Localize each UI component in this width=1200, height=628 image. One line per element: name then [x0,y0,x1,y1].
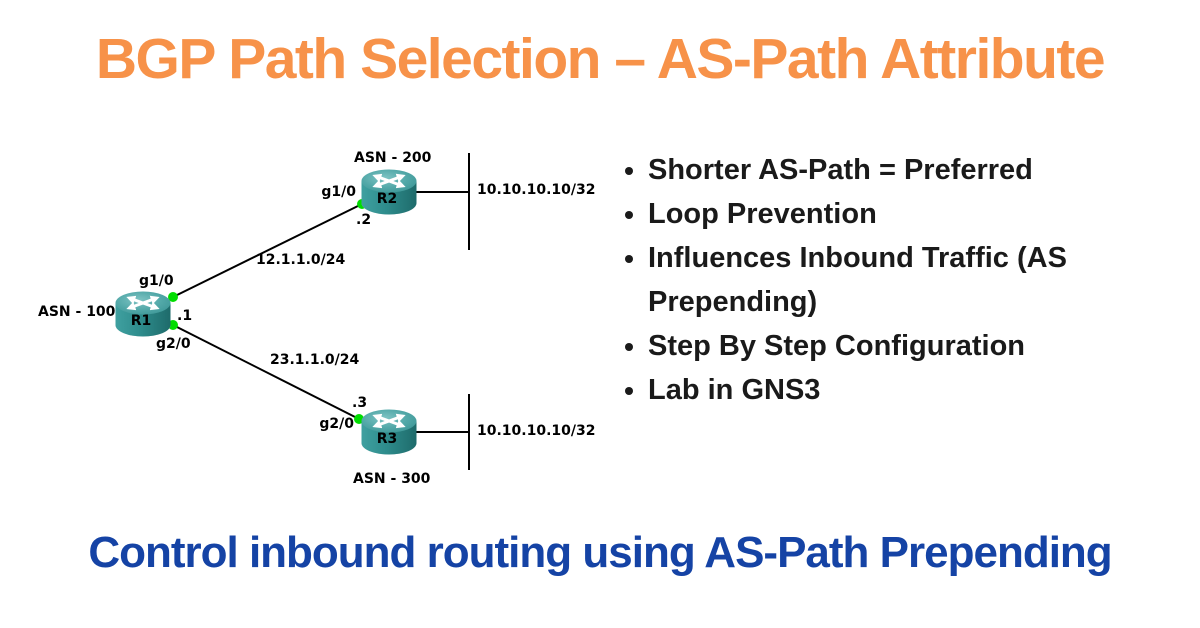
r1-interface-down-label: g2/0 [156,336,191,352]
list-item: Step By Step Configuration [648,324,1117,368]
r1-address-label: .1 [177,308,193,324]
router-r3: R3 [360,408,418,456]
r2-interface-label: g1/0 [321,184,356,200]
router-r2-label: R2 [376,191,398,207]
page-title: BGP Path Selection – AS-Path Attribute [95,27,1106,91]
link-r1-r2-network-label: 12.1.1.0/24 [256,252,346,268]
topology-links [168,153,470,470]
list-item: Influences Inbound Traffic (AS Prependin… [648,236,1117,324]
r2-asn-label: ASN - 200 [354,150,432,166]
r3-asn-label: ASN - 300 [353,471,431,487]
key-points-list: Shorter AS-Path = Preferred Loop Prevent… [612,148,1117,412]
r3-interface-label: g2/0 [319,416,354,432]
list-item: Lab in GNS3 [648,368,1117,412]
r2-address-label: .2 [356,212,372,228]
router-r3-label: R3 [376,431,398,447]
r1-interface-up-label: g1/0 [139,273,174,289]
link-r1-r2-line [172,203,363,298]
r2-lan-network-label: 10.10.10.10/32 [477,182,596,198]
link-r1-r3-network-label: 23.1.1.0/24 [270,352,360,368]
router-icon [361,169,417,215]
r3-address-label: .3 [352,395,368,411]
link-r1-r3-line [172,324,360,420]
list-item: Loop Prevention [648,192,1117,236]
r3-lan-network-label: 10.10.10.10/32 [477,423,596,439]
r1-asn-label: ASN - 100 [38,304,116,320]
router-r1: R1 [114,290,172,338]
router-icon [115,291,171,337]
router-r1-label: R1 [130,313,152,329]
list-item: Shorter AS-Path = Preferred [648,148,1117,192]
router-r2: R2 [360,168,418,216]
subtitle: Control inbound routing using AS-Path Pr… [88,528,1112,577]
router-icon [361,409,417,455]
network-topology-diagram: R2 R1 R3 ASN - 200 [0,120,620,520]
r1-g1-interface-dot [168,292,178,302]
